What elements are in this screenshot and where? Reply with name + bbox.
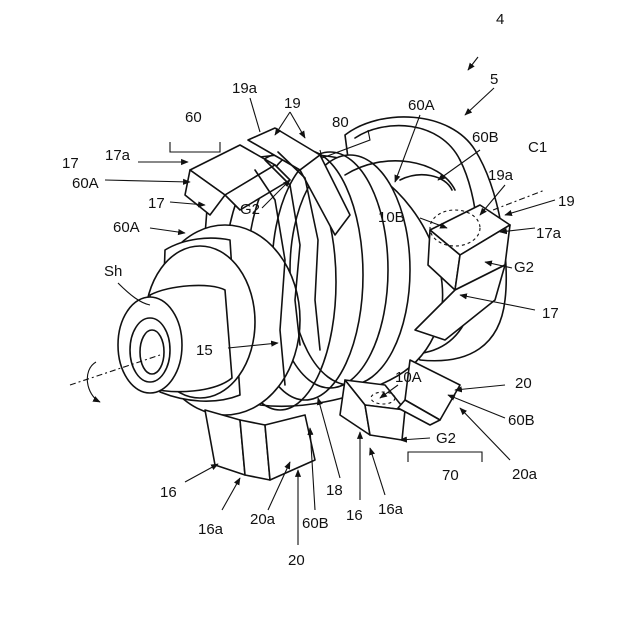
shaft	[118, 285, 232, 393]
lower-left-block	[205, 410, 315, 480]
label-17a-left: 17a	[105, 147, 131, 164]
label-18: 18	[326, 482, 343, 499]
label-g2-bottom: G2	[436, 430, 456, 447]
label-20-bottom: 20	[288, 552, 305, 569]
label-part-ref: 5	[490, 71, 498, 88]
label-19-right: 19	[558, 193, 575, 210]
label-17-left2: 17	[148, 195, 165, 212]
label-16a-bottom: 16a	[378, 501, 404, 518]
label-c1: C1	[528, 139, 547, 156]
label-60B-right: 60B	[508, 412, 535, 429]
label-g2-right: G2	[514, 259, 534, 276]
label-17a-right: 17a	[536, 225, 562, 242]
label-16-left: 16	[160, 484, 177, 501]
label-60-top: 60	[185, 109, 202, 126]
label-80: 80	[332, 114, 349, 131]
lower-center-block	[340, 380, 405, 440]
label-10A: 10A	[395, 369, 422, 386]
label-10B: 10B	[378, 209, 405, 226]
label-70: 70	[442, 467, 459, 484]
label-16-bottom: 16	[346, 507, 363, 524]
label-g2-left: G2	[240, 201, 260, 218]
label-assembly-ref: 4	[496, 11, 504, 28]
label-20a-right: 20a	[512, 466, 538, 483]
label-20a-left: 20a	[250, 511, 276, 528]
label-60A-left1: 60A	[72, 175, 99, 192]
label-19a-top: 19a	[232, 80, 258, 97]
label-17-left1: 17	[62, 155, 79, 172]
label-60A-left2: 60A	[113, 219, 140, 236]
label-16a-left: 16a	[198, 521, 224, 538]
label-60A-top: 60A	[408, 97, 435, 114]
label-60B-top: 60B	[472, 129, 499, 146]
label-sh: Sh	[104, 263, 122, 280]
label-19-top: 19	[284, 95, 301, 112]
label-17-right: 17	[542, 305, 559, 322]
label-60B-bottom: 60B	[302, 515, 329, 532]
label-20-right: 20	[515, 375, 532, 392]
label-19a-right: 19a	[488, 167, 514, 184]
label-15: 15	[196, 342, 213, 359]
